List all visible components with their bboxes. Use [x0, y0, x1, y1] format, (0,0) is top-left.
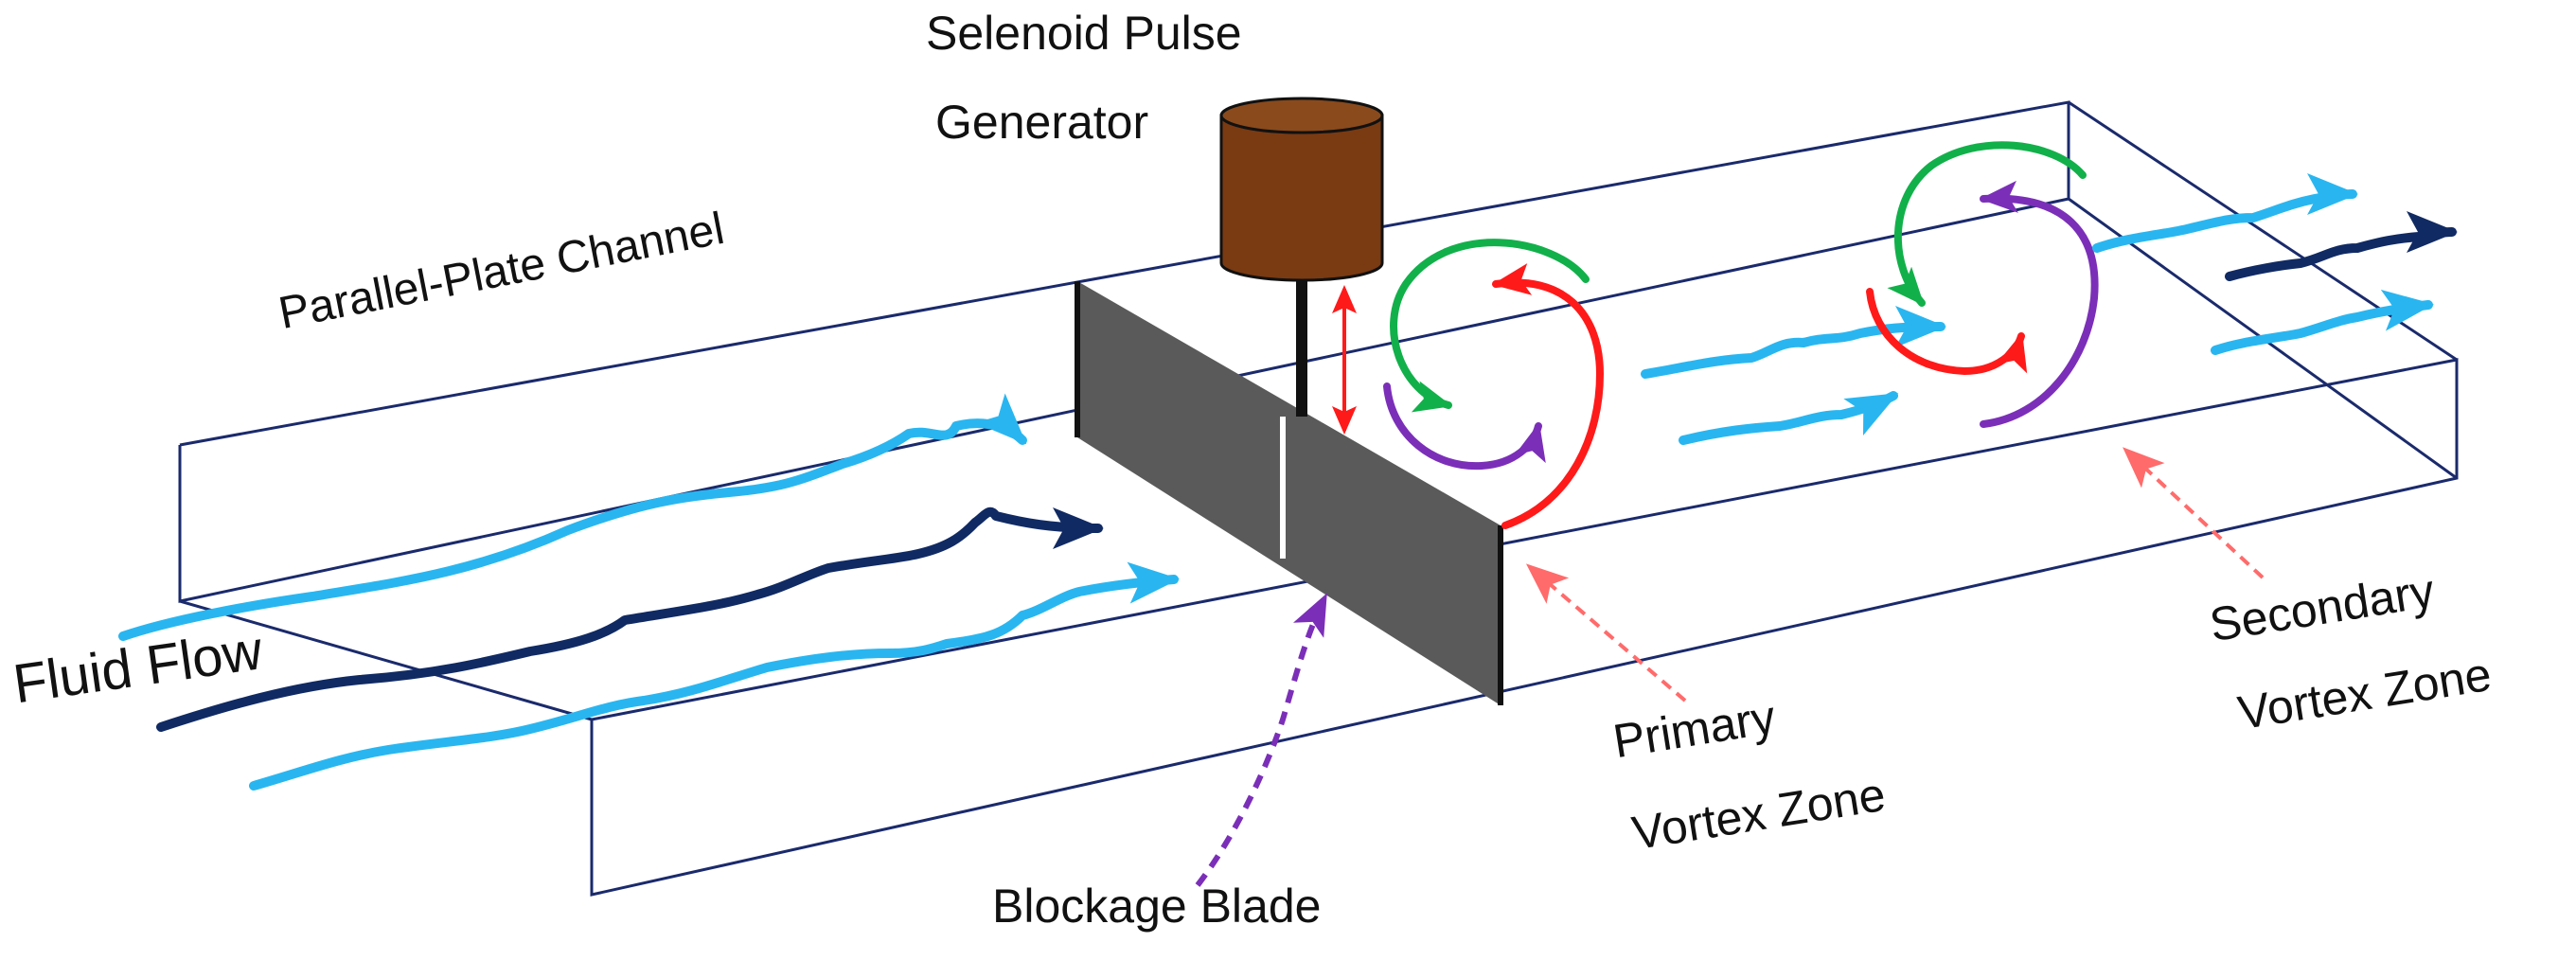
primary-purple-swirl — [1383, 382, 1546, 471]
cylinder-top — [1219, 97, 1384, 134]
secondary-red-swirl — [1866, 288, 2028, 376]
secondary-zone-pointer — [2123, 447, 2265, 579]
flow-stream-light-bottom — [249, 561, 1180, 791]
outlet-stream-light-bottom — [2211, 289, 2434, 355]
mid-stream-lower — [1679, 391, 1899, 445]
channel-front-wall — [590, 358, 2459, 897]
selenoid-label-line2: Generator — [935, 96, 1149, 149]
blockage-blade-label: Blockage Blade — [992, 880, 1322, 933]
primary-red-swirl — [1492, 263, 1605, 529]
outlet-stream-light-top — [2092, 173, 2358, 253]
blade-pointer — [1195, 593, 1328, 887]
outlet-stream-dark — [2225, 211, 2458, 281]
outlet-flow — [2092, 173, 2458, 355]
channel-right-top-edge — [2068, 100, 2458, 362]
selenoid-pulse-generator — [1219, 97, 1384, 435]
secondary-vortices — [1866, 141, 2099, 428]
secondary-purple-swirl — [1980, 180, 2099, 428]
primary-green-swirl — [1390, 239, 1590, 413]
inlet-flow — [118, 393, 1180, 791]
pointers — [1195, 447, 2265, 887]
selenoid-label-line1: Selenoid Pulse — [926, 7, 1242, 60]
channel-left-floor-edge — [179, 599, 593, 721]
flow-stream-light-top — [118, 393, 1027, 641]
primary-vortices — [1383, 239, 1605, 529]
primary-zone-pointer — [1525, 563, 1687, 702]
flow-stream-dark — [156, 507, 1104, 732]
secondary-green-swirl — [1887, 141, 2087, 307]
blockage-blade — [1075, 281, 1503, 705]
mid-stream-upper — [1641, 306, 1946, 379]
blade-plate — [1077, 281, 1501, 705]
cylinder-body — [1219, 114, 1384, 282]
